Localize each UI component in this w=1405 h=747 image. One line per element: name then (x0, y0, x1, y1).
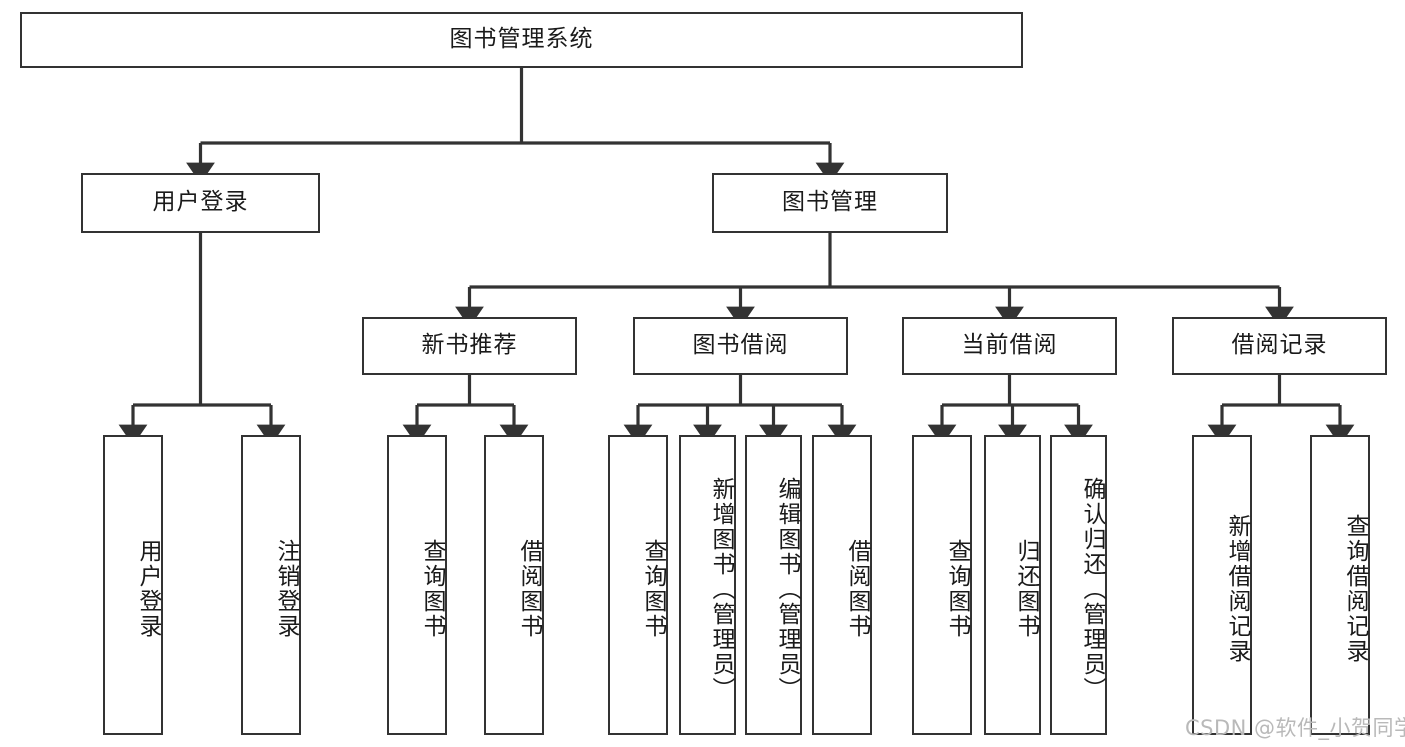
node-user-login[interactable]: 用户登录 (81, 173, 320, 233)
node-leaf-add-book[interactable]: 新增图书（管理员） (679, 435, 736, 735)
node-leaf-logout[interactable]: 注销登录 (241, 435, 301, 735)
node-leaf-edit-book[interactable]: 编辑图书（管理员） (745, 435, 802, 735)
node-leaf-user-login[interactable]: 用户登录 (103, 435, 163, 735)
node-book-borrow[interactable]: 图书借阅 (633, 317, 848, 375)
node-label: 新增图书（管理员） (708, 476, 734, 702)
node-label: 查询图书 (944, 539, 970, 639)
node-label: 查询图书 (640, 539, 666, 639)
node-label: 图书借阅 (692, 332, 789, 359)
node-label: 当前借阅 (961, 332, 1058, 359)
node-label: 借阅图书 (844, 539, 870, 639)
node-new-book-rec[interactable]: 新书推荐 (362, 317, 577, 375)
node-label: 用户登录 (152, 189, 249, 216)
node-label: 确认归还（管理员） (1079, 476, 1105, 702)
node-label: 借阅记录 (1231, 332, 1328, 359)
node-leaf-borrow-book-2[interactable]: 借阅图书 (812, 435, 872, 735)
node-label: 编辑图书（管理员） (774, 476, 800, 702)
node-label: 图书管理 (782, 189, 878, 216)
node-label: 借阅图书 (516, 539, 542, 639)
node-borrow-record[interactable]: 借阅记录 (1172, 317, 1387, 375)
node-leaf-query-book-2[interactable]: 查询图书 (608, 435, 668, 735)
node-leaf-query-book-1[interactable]: 查询图书 (387, 435, 447, 735)
node-label: 查询图书 (419, 539, 445, 639)
node-root[interactable]: 图书管理系统 (20, 12, 1023, 68)
node-leaf-confirm-return[interactable]: 确认归还（管理员） (1050, 435, 1107, 735)
node-book-manage[interactable]: 图书管理 (712, 173, 948, 233)
node-label: 注销登录 (273, 539, 299, 639)
node-label: 新增借阅记录 (1224, 514, 1250, 664)
node-leaf-add-record[interactable]: 新增借阅记录 (1192, 435, 1252, 735)
node-leaf-query-record[interactable]: 查询借阅记录 (1310, 435, 1370, 735)
node-leaf-return-book[interactable]: 归还图书 (984, 435, 1041, 735)
node-label: 归还图书 (1013, 539, 1039, 639)
node-label: 新书推荐 (421, 332, 518, 359)
node-label: 图书管理系统 (449, 26, 594, 53)
node-label: 查询借阅记录 (1342, 514, 1368, 664)
node-leaf-query-book-3[interactable]: 查询图书 (912, 435, 972, 735)
node-current-borrow[interactable]: 当前借阅 (902, 317, 1117, 375)
node-leaf-borrow-book-1[interactable]: 借阅图书 (484, 435, 544, 735)
node-label: 用户登录 (135, 539, 161, 639)
